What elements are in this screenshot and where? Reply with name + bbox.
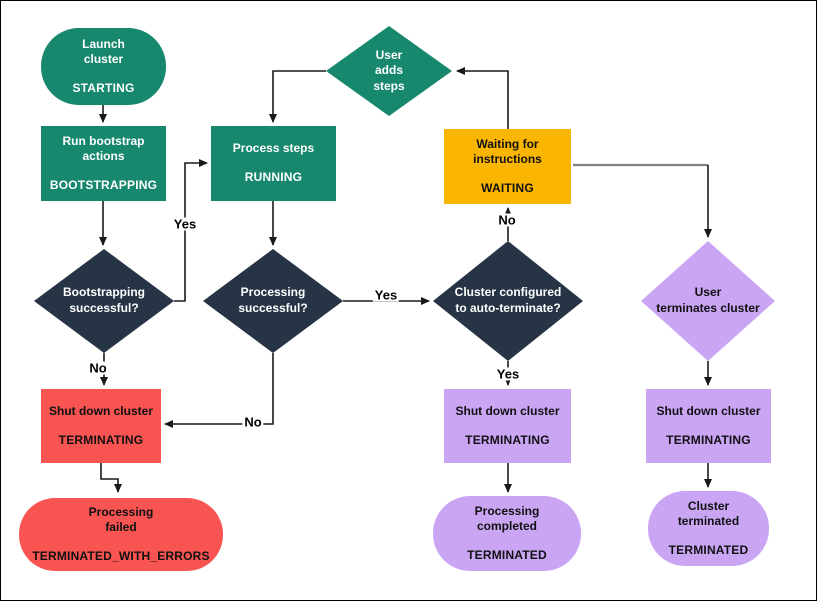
node-state: TERMINATED_WITH_ERRORS — [32, 548, 210, 563]
edge-bootstrapping-yes — [174, 159, 208, 302]
node-state: BOOTSTRAPPING — [49, 177, 158, 192]
edge-waiting-to-useradds — [456, 67, 509, 129]
node-state: TERMINATED — [467, 547, 547, 562]
node-title: Run bootstrap actions — [62, 133, 145, 164]
node-state: TERMINATING — [58, 432, 144, 447]
edge-label-processing-no: No — [242, 414, 264, 430]
node-processing-failed: Processing failed TERMINATED_WITH_ERRORS — [19, 498, 223, 571]
node-title: Shut down cluster — [656, 403, 761, 418]
node-process-steps: Process steps RUNNING — [211, 126, 336, 201]
node-shutdown-terminating-middle: Shut down cluster TERMINATING — [444, 389, 571, 463]
node-title: Shut down cluster — [455, 403, 560, 418]
node-run-bootstrap: Run bootstrap actions BOOTSTRAPPING — [41, 126, 166, 201]
node-title: Processing successful? — [238, 285, 308, 315]
node-shutdown-terminating-red: Shut down cluster TERMINATING — [41, 389, 161, 463]
node-state: WAITING — [481, 180, 534, 195]
node-processing-completed: Processing completed TERMINATED — [433, 496, 581, 571]
node-title: Processing failed — [88, 504, 154, 535]
edge-label-bootstrapping-no: No — [87, 360, 109, 376]
node-launch-cluster: Launch cluster STARTING — [41, 28, 166, 105]
node-title: Waiting for instructions — [473, 136, 542, 167]
node-waiting-for-instructions: Waiting for instructions WAITING — [444, 129, 571, 204]
node-title: Cluster terminated — [677, 498, 740, 529]
node-state: TERMINATING — [465, 432, 550, 447]
edge-label-autoterminate-no: No — [496, 212, 518, 228]
edge-processing-no — [164, 353, 274, 428]
node-title: Cluster configured to auto-terminate? — [454, 285, 562, 315]
node-title: User terminates cluster — [656, 285, 760, 315]
edge-label-processing-yes: Yes — [372, 287, 400, 303]
edge-useradds-to-process — [269, 70, 326, 123]
node-title: Process steps — [232, 141, 315, 156]
node-state: RUNNING — [244, 170, 303, 184]
node-shutdown-terminating-right: Shut down cluster TERMINATING — [646, 389, 771, 463]
node-state: TERMINATED — [668, 542, 749, 557]
node-state: STARTING — [72, 80, 135, 95]
node-title: Bootstrapping successful? — [63, 285, 145, 315]
node-cluster-terminated: Cluster terminated TERMINATED — [648, 491, 769, 566]
node-state: TERMINATING — [666, 432, 751, 447]
node-title: User adds steps — [373, 47, 405, 93]
node-title: Processing completed — [474, 503, 540, 534]
node-title: Shut down cluster — [48, 403, 153, 418]
edge-redshutdown-to-failed — [100, 463, 122, 493]
edge-label-autoterminate-yes: Yes — [494, 366, 522, 382]
node-title: Launch cluster — [82, 36, 125, 67]
edge-label-bootstrapping-yes: Yes — [171, 216, 199, 232]
